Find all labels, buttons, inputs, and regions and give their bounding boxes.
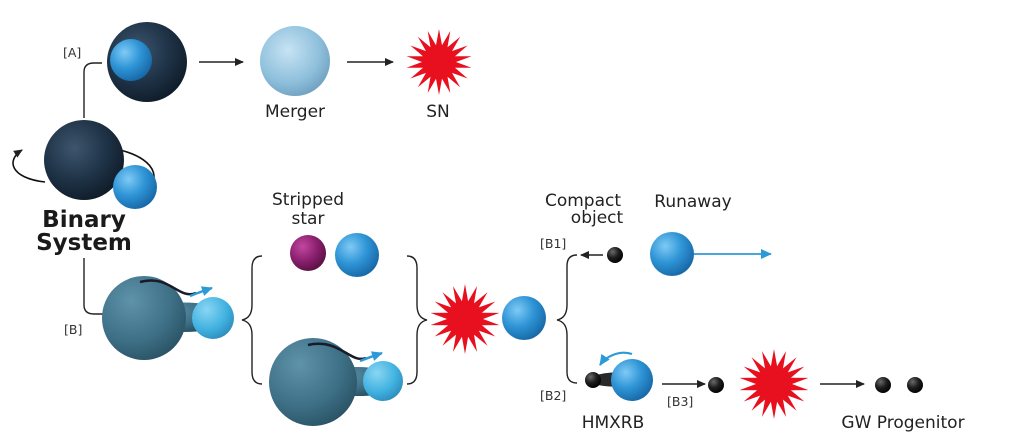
runaway-label: Runaway	[654, 192, 731, 212]
left-curly-brace	[241, 255, 263, 385]
binary-system-label-line2: System	[36, 230, 132, 256]
orbit-arrow-back	[12, 149, 46, 183]
branch-a-tag: [A]	[63, 45, 81, 60]
binary-system-label-line1: Binary	[42, 207, 126, 233]
branch-b-group: [B] Stripped star [B1]	[64, 190, 965, 433]
donor-giant-2	[269, 338, 357, 426]
hmxrb-blue-star	[611, 359, 653, 401]
supernova-icon	[406, 29, 472, 95]
hmxrb-compact-object	[585, 372, 601, 388]
gw-progenitor-label: GW Progenitor	[841, 413, 964, 433]
runaway-blue-star	[650, 232, 694, 276]
branch-b-connector	[83, 258, 104, 315]
mass-transfer-system-2	[269, 338, 403, 426]
merger-star	[260, 26, 330, 96]
stripped-star	[290, 235, 326, 271]
primary-dark-star	[44, 120, 124, 200]
supernova-icon-3	[739, 349, 809, 419]
compact-object-label-line2: object	[571, 208, 624, 228]
merger-label: Merger	[265, 102, 325, 122]
post-sn-blue-star	[502, 296, 546, 340]
mass-flow-arrow	[139, 279, 197, 296]
engulfed-blue-star	[110, 39, 152, 81]
hmxrb-flow-arrow	[599, 351, 633, 366]
mass-transfer-system	[102, 276, 234, 360]
hmxrb-label: HMXRB	[582, 413, 645, 433]
accretor-lobe-2	[363, 361, 403, 401]
compact-object	[607, 247, 623, 263]
binary-system-group: Binary System	[12, 120, 157, 256]
accretor-lobe	[192, 297, 234, 339]
branch-b1-tag: [B1]	[540, 236, 566, 251]
supernova-icon-2	[430, 284, 500, 354]
supernova-burst-shape	[739, 349, 809, 419]
branch-b3-tag: [B3]	[667, 394, 693, 409]
right-curly-brace	[406, 255, 428, 385]
b3-compact-object	[708, 377, 724, 393]
mass-flow-arrow-tip	[189, 286, 213, 298]
gw-compact-object-1	[875, 377, 891, 393]
gw-compact-object-2	[907, 377, 923, 393]
supernova-burst-shape	[406, 29, 472, 95]
branch-b2-tag: [B2]	[540, 388, 566, 403]
branch-a-group: [A] Merger SN	[63, 22, 472, 122]
branch-a-connector	[83, 62, 102, 118]
supernova-burst-shape	[430, 284, 500, 354]
split-curly-brace	[556, 254, 578, 384]
stripped-star-label-line1: Stripped	[272, 190, 344, 210]
hmxrb-system	[585, 351, 653, 401]
donor-giant	[102, 276, 186, 360]
mass-flow-arrow-2	[307, 342, 367, 361]
compact-object-label-line1: Compact	[545, 191, 621, 211]
mass-flow-arrow-tip-2	[359, 351, 383, 363]
companion-blue-star	[335, 233, 379, 277]
secondary-blue-star	[113, 165, 157, 209]
branch-b-tag: [B]	[64, 322, 82, 337]
stripped-star-label-line2: star	[292, 209, 325, 229]
sn-label: SN	[426, 102, 450, 122]
